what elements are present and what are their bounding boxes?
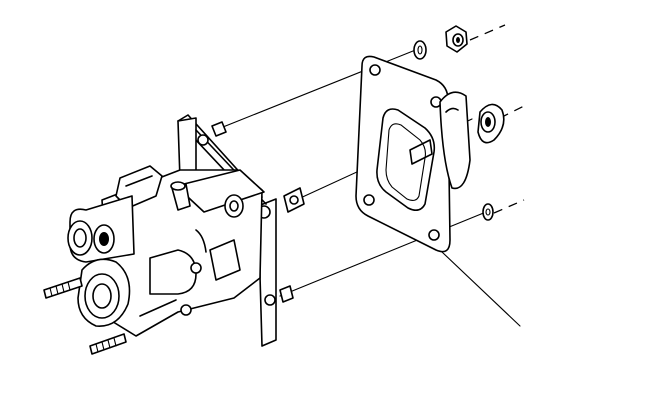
gasket-hole <box>428 229 440 241</box>
flat-washer-lower <box>482 203 494 221</box>
stud-line-bottom <box>279 211 487 297</box>
hex-nut <box>445 25 468 53</box>
pushrod <box>283 187 305 213</box>
mounting-stud <box>43 277 83 299</box>
gasket-hole <box>363 194 375 206</box>
gasket-hole <box>369 64 381 76</box>
mounting-stud-lower <box>89 333 127 355</box>
floor-line <box>441 251 521 327</box>
gasket-with-holes <box>355 55 451 253</box>
master-cylinder-body <box>67 165 265 337</box>
axis-line-top <box>469 24 506 41</box>
pushrod-boot <box>439 91 505 190</box>
axis-line-bottom <box>493 199 525 214</box>
flat-washer <box>413 40 427 60</box>
